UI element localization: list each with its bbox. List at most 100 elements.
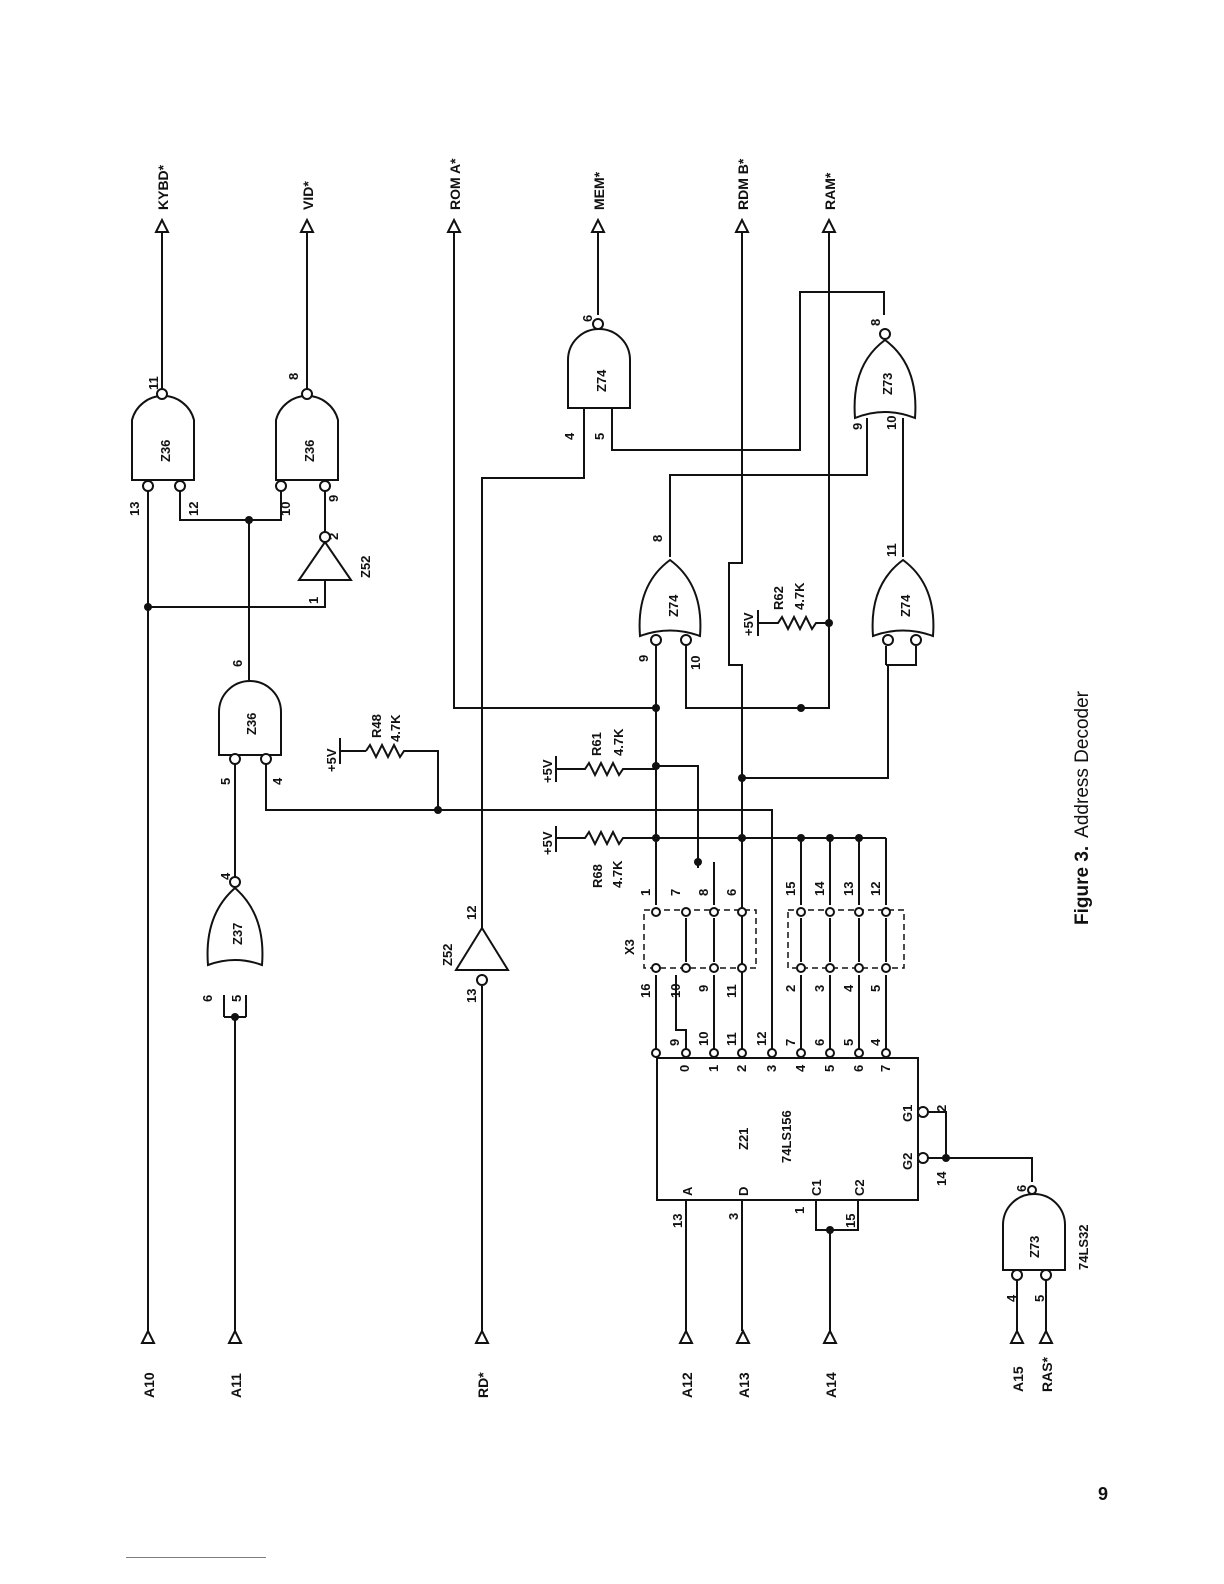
svg-text:4: 4 [868, 1038, 883, 1046]
svg-text:4: 4 [562, 432, 577, 440]
svg-text:4: 4 [841, 984, 856, 992]
jumper-x3-label: X3 [622, 939, 637, 955]
svg-text:D: D [736, 1187, 751, 1196]
gate-z36-vid: Z36 [275, 388, 339, 492]
svg-text:1: 1 [706, 1065, 721, 1072]
svg-text:11: 11 [146, 376, 161, 390]
svg-text:0: 0 [677, 1065, 692, 1072]
z52-buffer-ref: Z52 [440, 944, 455, 966]
svg-text:12: 12 [868, 882, 883, 896]
gate-z52-inverter [297, 531, 353, 608]
svg-text:11: 11 [724, 984, 739, 998]
svg-text:G2: G2 [900, 1153, 915, 1170]
svg-text:6: 6 [812, 1039, 827, 1046]
svg-text:C2: C2 [852, 1179, 867, 1196]
svg-text:1: 1 [638, 889, 653, 896]
gate-z74-rom-label: Z74 [666, 594, 681, 617]
svg-text:8: 8 [650, 535, 665, 542]
output-label-vid: VID* [300, 181, 316, 210]
svg-text:15: 15 [783, 882, 798, 896]
svg-text:15: 15 [843, 1214, 858, 1228]
gate-z74-mem-label: Z74 [594, 369, 609, 392]
gate-z74-mem: Z74 [567, 318, 631, 409]
svg-text:4: 4 [793, 1064, 808, 1072]
svg-text:10: 10 [668, 984, 683, 998]
gate-z74-rom: Z74 [638, 558, 702, 646]
input-label-a13: A13 [736, 1372, 752, 1398]
input-labels: A10 A11 RD* A12 A13 A14 A15 RAS* [141, 1356, 1055, 1398]
svg-text:4: 4 [1004, 1294, 1019, 1302]
figure-number: Figure 3. [1072, 845, 1093, 925]
input-label-ras: RAS* [1039, 1356, 1055, 1392]
svg-text:4: 4 [270, 777, 285, 785]
jumper-x3: X3 [622, 907, 905, 973]
svg-text:2: 2 [783, 985, 798, 992]
svg-text:9: 9 [667, 1039, 682, 1046]
svg-text:2: 2 [326, 533, 341, 540]
svg-text:8: 8 [868, 319, 883, 326]
svg-text:11: 11 [884, 543, 899, 557]
gate-ref-labels: Z52 Z52 [358, 556, 455, 966]
svg-text:1: 1 [306, 597, 321, 604]
gate-z36-center: Z36 [218, 680, 282, 765]
output-label-ram: RAM* [822, 172, 838, 210]
input-label-a14: A14 [823, 1372, 839, 1398]
svg-text:10: 10 [696, 1032, 711, 1046]
output-label-kybd: KYBD* [155, 164, 171, 210]
svg-text:6: 6 [851, 1065, 866, 1072]
gate-z36-center-label: Z36 [244, 713, 259, 735]
svg-text:A: A [680, 1186, 695, 1196]
svg-text:3: 3 [764, 1065, 779, 1072]
output-label-rdm-b: RDM B* [735, 158, 751, 210]
svg-text:9: 9 [696, 985, 711, 992]
svg-text:12: 12 [464, 906, 479, 920]
supply-r62: +5V [741, 612, 756, 636]
svg-text:3: 3 [726, 1213, 741, 1220]
svg-text:4: 4 [218, 872, 233, 880]
r68-ref: R68 [590, 864, 605, 888]
gate-z36-kybd-label: Z36 [158, 440, 173, 462]
gate-z36-vid-label: Z36 [302, 440, 317, 462]
r61-ref: R61 [589, 732, 604, 756]
svg-text:5: 5 [1032, 1295, 1047, 1302]
svg-text:5: 5 [822, 1065, 837, 1072]
svg-text:10: 10 [278, 502, 293, 516]
svg-text:7: 7 [783, 1039, 798, 1046]
figure-caption: Figure 3.Address Decoder [1072, 655, 1102, 925]
svg-text:C1: C1 [809, 1179, 824, 1196]
svg-text:7: 7 [668, 889, 683, 896]
gate-z73-or-label: Z73 [880, 373, 895, 395]
gate-z73-and: Z73 74LS32 [1002, 1185, 1091, 1281]
svg-text:12: 12 [754, 1032, 769, 1046]
svg-text:2: 2 [934, 1105, 949, 1112]
svg-text:14: 14 [934, 1171, 949, 1186]
gate-z36-kybd: Z36 [131, 388, 195, 492]
decoder-ref: Z21 [736, 1128, 751, 1150]
svg-text:5: 5 [218, 778, 233, 785]
gate-z52-buffer [454, 926, 510, 986]
supply-r48: +5V [324, 748, 339, 772]
svg-text:6: 6 [230, 660, 245, 667]
svg-text:1: 1 [792, 1207, 807, 1214]
svg-text:13: 13 [464, 989, 479, 1003]
svg-text:7: 7 [878, 1065, 893, 1072]
wires [147, 232, 1047, 1331]
output-labels: KYBD* VID* ROM A* MEM* RDM B* RAM* [155, 158, 838, 210]
svg-text:13: 13 [127, 502, 142, 516]
gate-z73-and-label: Z73 [1027, 1236, 1042, 1258]
svg-text:14: 14 [812, 881, 827, 896]
junction-dots [144, 516, 950, 1234]
r48-value: 4.7K [388, 714, 403, 742]
supply-r68: +5V [540, 831, 555, 855]
svg-text:5: 5 [229, 995, 244, 1002]
svg-text:G1: G1 [900, 1105, 915, 1122]
svg-text:16: 16 [638, 984, 653, 998]
input-label-a12: A12 [679, 1372, 695, 1398]
jumper-pads [651, 907, 891, 973]
svg-text:3: 3 [812, 985, 827, 992]
svg-text:5: 5 [868, 985, 883, 992]
output-terminals [154, 217, 837, 233]
svg-text:9: 9 [636, 655, 651, 662]
svg-text:9: 9 [326, 495, 341, 502]
output-label-rom-a: ROM A* [447, 158, 463, 210]
